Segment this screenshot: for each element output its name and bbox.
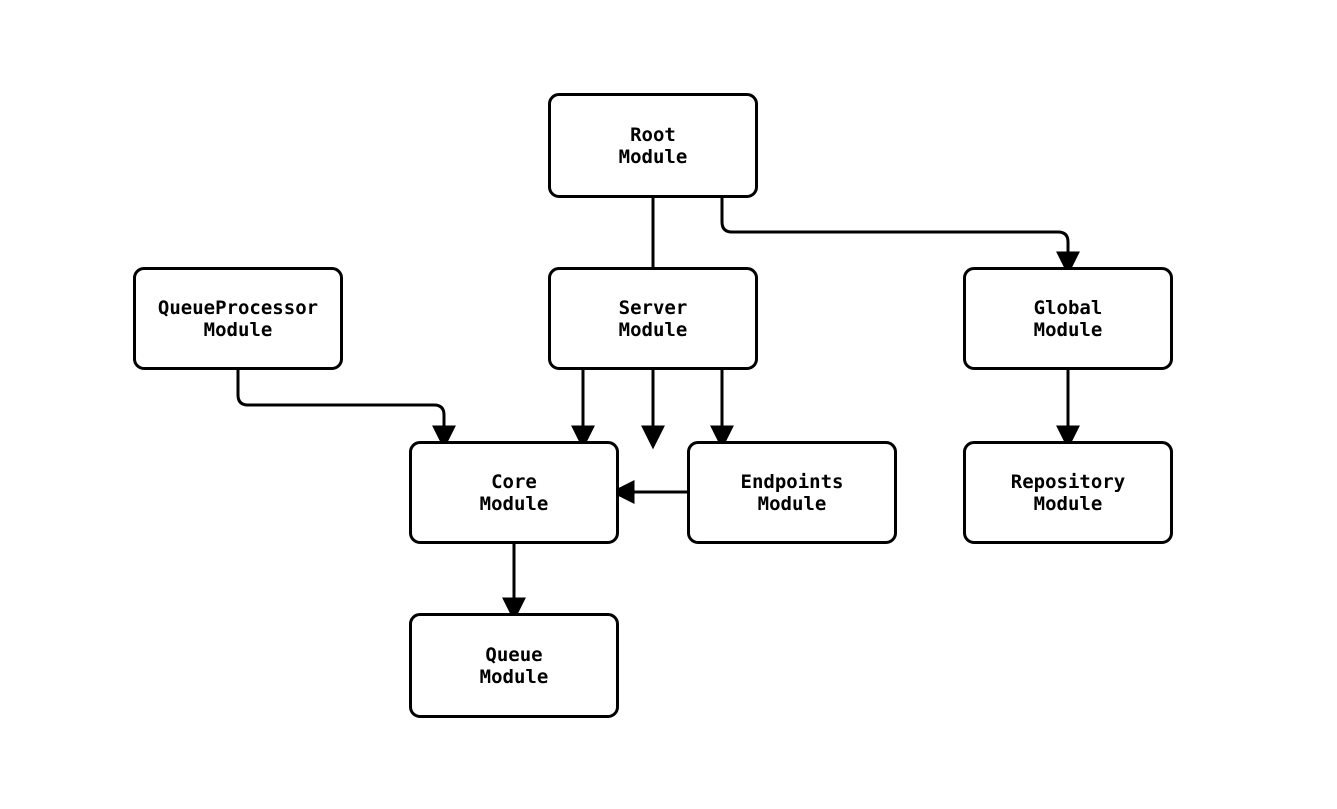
- node-repository-module[interactable]: Repository Module: [963, 441, 1173, 544]
- node-endpoints-module[interactable]: Endpoints Module: [687, 441, 897, 544]
- node-label-queueprocessor-module: QueueProcessor Module: [157, 296, 319, 341]
- node-label-server-module: Server Module: [618, 296, 688, 341]
- node-label-queue-module: Queue Module: [479, 643, 549, 688]
- edge-queueprocessor-core: [236, 370, 456, 450]
- node-label-core-module: Core Module: [479, 470, 549, 515]
- node-label-repository-module: Repository Module: [1010, 470, 1126, 515]
- node-global-module[interactable]: Global Module: [963, 267, 1173, 370]
- node-queueprocessor-module[interactable]: QueueProcessor Module: [133, 267, 343, 370]
- node-server-module[interactable]: Server Module: [548, 267, 758, 370]
- node-core-module[interactable]: Core Module: [409, 441, 619, 544]
- node-queue-module[interactable]: Queue Module: [409, 613, 619, 718]
- edge-root-global: [720, 198, 1080, 276]
- node-label-endpoints-module: Endpoints Module: [740, 470, 844, 515]
- node-root-module[interactable]: Root Module: [548, 93, 758, 198]
- node-label-root-module: Root Module: [618, 123, 688, 168]
- node-label-global-module: Global Module: [1033, 296, 1103, 341]
